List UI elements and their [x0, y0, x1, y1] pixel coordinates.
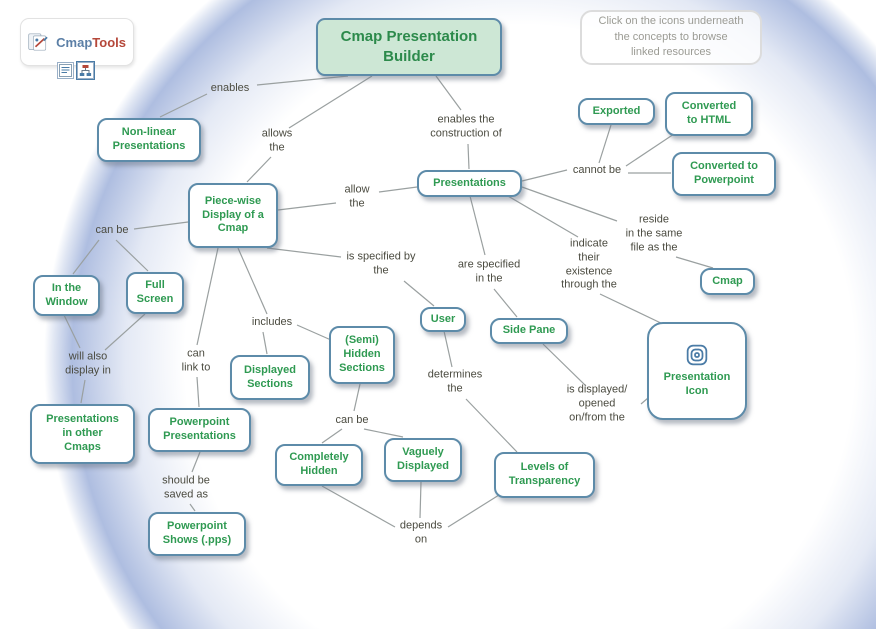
link-label-depends-on[interactable]: depends on — [399, 519, 443, 545]
edge-isspecified-user — [403, 280, 435, 307]
link-label-reside-same-file[interactable]: reside in the same file as the — [625, 213, 683, 253]
edge-cpb-construction — [435, 75, 462, 111]
instructions-text: Click on the icons underneath the concep… — [598, 15, 744, 59]
link-label-allow-the[interactable]: allow the — [344, 183, 370, 209]
edge-includes-displayed — [262, 331, 268, 355]
link-label-can-be-window[interactable]: can be — [95, 224, 129, 237]
link-label-are-specified-in[interactable]: are specified in the — [457, 258, 521, 284]
node-cmap[interactable]: Cmap — [700, 268, 755, 295]
node-presentations[interactable]: Presentations — [417, 170, 522, 197]
edge-dependson-levels — [447, 494, 500, 528]
node-semi-hidden-sections[interactable]: (Semi) Hidden Sections — [329, 326, 395, 384]
edge-presentations-reside — [521, 186, 618, 222]
instructions-box: Click on the icons underneath the concep… — [580, 10, 762, 65]
edge-inwindow-willdisplay — [63, 314, 81, 349]
edge-vaguely-dependson — [419, 481, 422, 519]
cmaptools-logo-icon — [28, 33, 48, 51]
edge-canlink-pptpres — [196, 376, 200, 408]
edge-canbe2-completely — [321, 428, 343, 444]
logo-resource-icons — [57, 61, 95, 80]
concept-map-resource-glyph — [79, 65, 92, 76]
node-in-the-window[interactable]: In the Window — [33, 275, 100, 316]
edge-shouldsaved-pptshows — [189, 503, 196, 512]
edge-canbe1-inwindow — [72, 239, 100, 275]
node-converted-to-html[interactable]: Converted to HTML — [665, 92, 753, 136]
node-presentations-in-other-cmaps[interactable]: Presentations in other Cmaps — [30, 404, 135, 464]
link-label-should-be-saved[interactable]: should be saved as — [162, 474, 210, 500]
link-label-is-displayed-opened[interactable]: is displayed/ opened on/from the — [566, 383, 628, 423]
edge-pptpres-shouldsaved — [191, 451, 201, 473]
edge-isdisplayed-presicon — [640, 397, 649, 405]
cmaptools-logo-text: CmapTools — [56, 35, 126, 50]
edge-determines-levels — [465, 398, 518, 453]
node-exported[interactable]: Exported — [578, 98, 655, 125]
node-cmap-presentation-builder[interactable]: Cmap Presentation Builder — [316, 18, 502, 76]
node-powerpoint-shows[interactable]: Powerpoint Shows (.pps) — [148, 512, 246, 556]
edge-willdisplay-presother — [80, 379, 86, 404]
edge-user-determines — [443, 330, 453, 368]
edge-piecewise-canbe1 — [133, 221, 189, 230]
edge-piecewise-canlink — [196, 247, 219, 346]
node-side-pane[interactable]: Side Pane — [490, 318, 568, 344]
node-converted-to-powerpoint[interactable]: Converted to Powerpoint — [672, 152, 776, 196]
document-resource-icon[interactable] — [57, 62, 74, 79]
node-powerpoint-presentations[interactable]: Powerpoint Presentations — [148, 408, 251, 452]
link-label-enables-construction[interactable]: enables the construction of — [430, 113, 502, 139]
edge-allowsthe-piecewise — [246, 156, 272, 183]
edge-construction-presentations — [467, 143, 470, 170]
edge-fullscreen-willdisplay — [104, 313, 146, 351]
node-non-linear-presentations[interactable]: Non-linear Presentations — [97, 118, 201, 162]
link-label-determines-the[interactable]: determines the — [427, 368, 483, 394]
link-label-cannot-be[interactable]: cannot be — [572, 164, 622, 177]
cmaptools-logo[interactable]: CmapTools — [20, 18, 134, 66]
node-levels-of-transparency[interactable]: Levels of Transparency — [494, 452, 595, 498]
edge-arespecified-sidepane — [493, 288, 518, 318]
edge-sidepane-isdisplayed — [542, 343, 587, 387]
node-displayed-sections[interactable]: Displayed Sections — [230, 355, 310, 400]
node-piece-wise-display[interactable]: Piece-wise Display of a Cmap — [188, 183, 278, 248]
node-presentation-icon-label: Presentation Icon — [663, 370, 731, 397]
link-label-will-also-display[interactable]: will also display in — [65, 350, 111, 376]
link-label-can-be-hidden[interactable]: can be — [335, 414, 369, 427]
concept-map-resource-icon[interactable] — [76, 61, 95, 80]
edge-cpb-allowsthe — [288, 75, 373, 129]
edge-presentations-allowthe — [378, 186, 418, 193]
edge-cannotbe-convhtml — [625, 133, 675, 167]
edge-cpb-enables — [256, 75, 349, 86]
node-vaguely-displayed[interactable]: Vaguely Displayed — [384, 438, 462, 482]
edge-allowthe-piecewise — [277, 202, 337, 211]
node-user[interactable]: User — [420, 307, 466, 332]
edge-enables-nonlinear — [159, 93, 208, 118]
edge-piecewise-includes — [237, 247, 268, 315]
logo-text-tools: Tools — [92, 34, 126, 50]
edge-canbe1-fullscreen — [115, 239, 149, 272]
edge-includes-hidden — [296, 324, 332, 341]
link-label-enables[interactable]: enables — [210, 82, 250, 95]
edge-indicate-presicon — [599, 293, 666, 326]
edge-cannotbe-exported — [598, 124, 612, 164]
node-completely-hidden[interactable]: Completely Hidden — [275, 444, 363, 486]
edge-canbe2-vaguely — [363, 428, 404, 438]
link-label-can-link-to[interactable]: can link to — [181, 347, 211, 373]
link-label-includes[interactable]: includes — [251, 316, 293, 329]
edge-presentations-arespecified — [469, 195, 486, 256]
edge-completely-dependson — [321, 485, 396, 528]
node-full-screen[interactable]: Full Screen — [126, 272, 184, 314]
document-resource-glyph — [59, 64, 72, 77]
logo-text-cmap: Cmap — [56, 34, 93, 50]
node-presentation-icon[interactable]: Presentation Icon — [647, 322, 747, 420]
presentation-icon-glyph — [686, 344, 708, 365]
edge-presentations-cannotbe — [521, 169, 568, 182]
link-label-allows-the[interactable]: allows the — [261, 127, 293, 153]
edge-reside-cmap — [675, 256, 714, 269]
edge-piecewise-isspecified — [266, 247, 342, 258]
link-label-is-specified-by[interactable]: is specified by the — [346, 250, 416, 276]
edge-presentations-indicate — [507, 195, 579, 238]
link-label-indicate-existence[interactable]: indicate their existence through the — [561, 237, 617, 291]
edge-hidden-canbe2 — [353, 383, 361, 412]
